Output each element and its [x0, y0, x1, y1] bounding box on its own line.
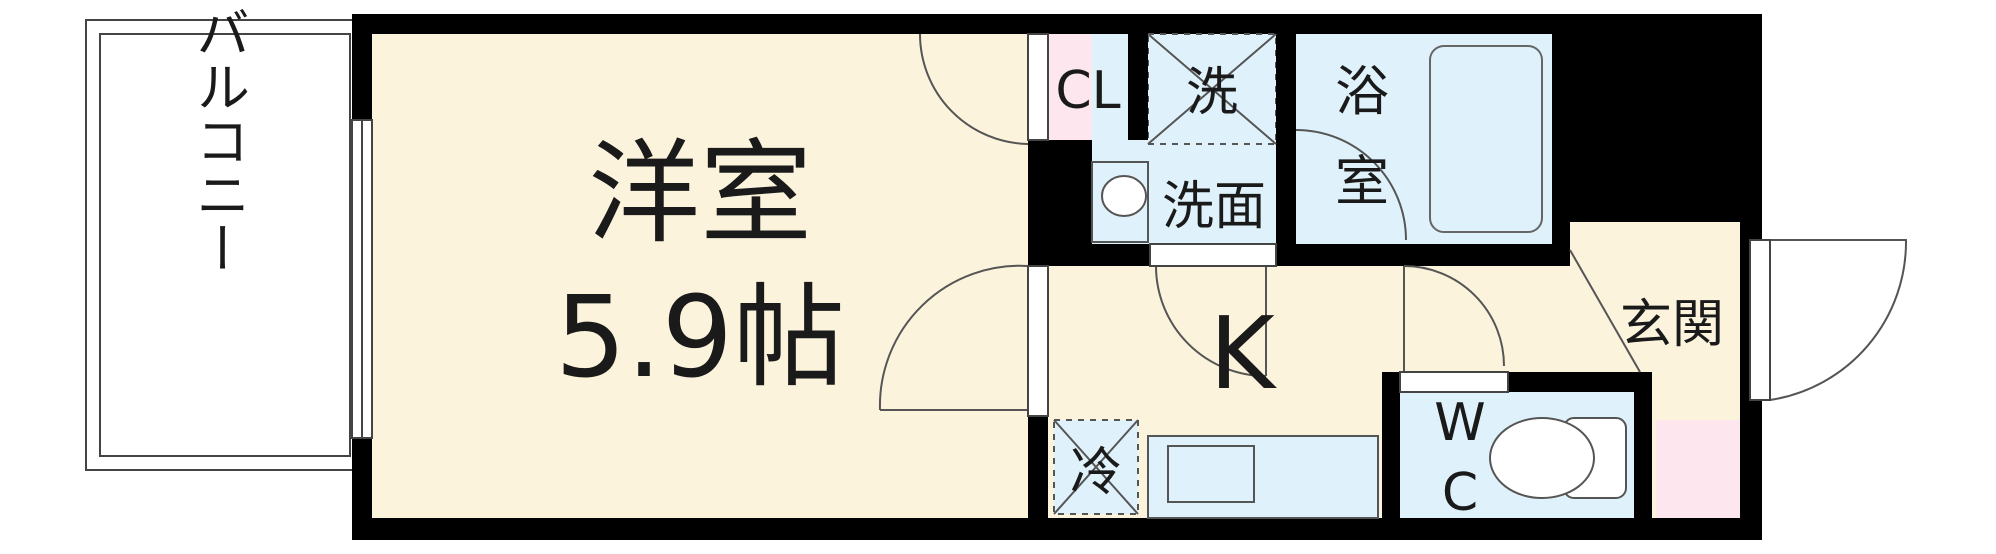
washroom-door-slider: [1149, 243, 1277, 267]
interior-wall: [1128, 34, 1148, 140]
entrance-label: 玄関: [1620, 295, 1724, 355]
basin-bowl: [1101, 175, 1147, 217]
western-room-floor: [372, 34, 1028, 518]
interior-wall: [1552, 34, 1570, 266]
kitchen-label: K: [1209, 295, 1277, 412]
bathroom-label-2: 室: [1335, 150, 1389, 213]
doors: [878, 33, 1908, 515]
wc-door-slider: [1399, 371, 1509, 393]
balcony-window: [351, 119, 373, 439]
bathroom-label-1: 浴: [1335, 60, 1389, 123]
toilet-label-w: W: [1434, 393, 1485, 453]
western-room-size: 5.9帖: [555, 273, 845, 403]
toilet-label-c: C: [1442, 463, 1478, 523]
bathtub: [1429, 45, 1543, 233]
room-door-slider: [1027, 265, 1049, 417]
closet-door-slider: [1027, 33, 1049, 141]
interior-wall: [1028, 244, 1564, 266]
entrance-door-frame: [1749, 239, 1771, 401]
shoe-box: [1656, 420, 1740, 518]
toilet-fixture: [1489, 417, 1627, 499]
fridge-label: 冷: [1070, 443, 1122, 503]
interior-wall: [1276, 34, 1296, 244]
western-room-label: 洋室: [588, 129, 812, 259]
balcony: [85, 19, 359, 471]
washroom-label: 洗面: [1162, 177, 1266, 237]
washer-label: 洗: [1186, 63, 1238, 123]
balcony-label: バルコニー: [187, 5, 250, 275]
closet-label: CL: [1055, 61, 1120, 121]
sink: [1167, 445, 1255, 503]
